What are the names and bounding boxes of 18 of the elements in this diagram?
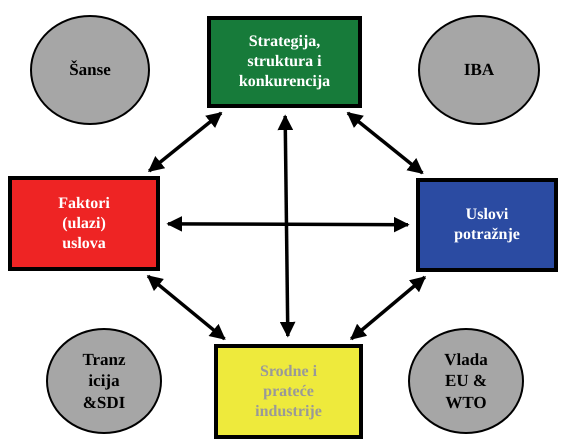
process-box: [207, 16, 362, 108]
node-label: Šanse: [69, 59, 111, 81]
node-label: Strategija, struktura i konkurencija: [238, 32, 332, 92]
node-label: Vlada EU & WTO: [444, 349, 488, 413]
double-arrow: [346, 112, 424, 174]
node-label: Uslovi potražnje: [453, 205, 521, 245]
double-arrow: [148, 112, 222, 172]
node-label: Srodne i prateće industrije: [254, 362, 323, 422]
double-arrow: [277, 114, 296, 338]
double-arrow: [350, 276, 426, 340]
process-box: [8, 176, 160, 271]
process-box: [416, 178, 558, 272]
double-arrow: [146, 274, 226, 340]
double-arrow: [166, 216, 410, 233]
node-label: Tranz icija &SDI: [82, 349, 126, 413]
node-label: IBA: [464, 59, 494, 81]
process-box: [214, 344, 363, 439]
node-label: Faktori (ulazi) uslova: [57, 194, 111, 254]
